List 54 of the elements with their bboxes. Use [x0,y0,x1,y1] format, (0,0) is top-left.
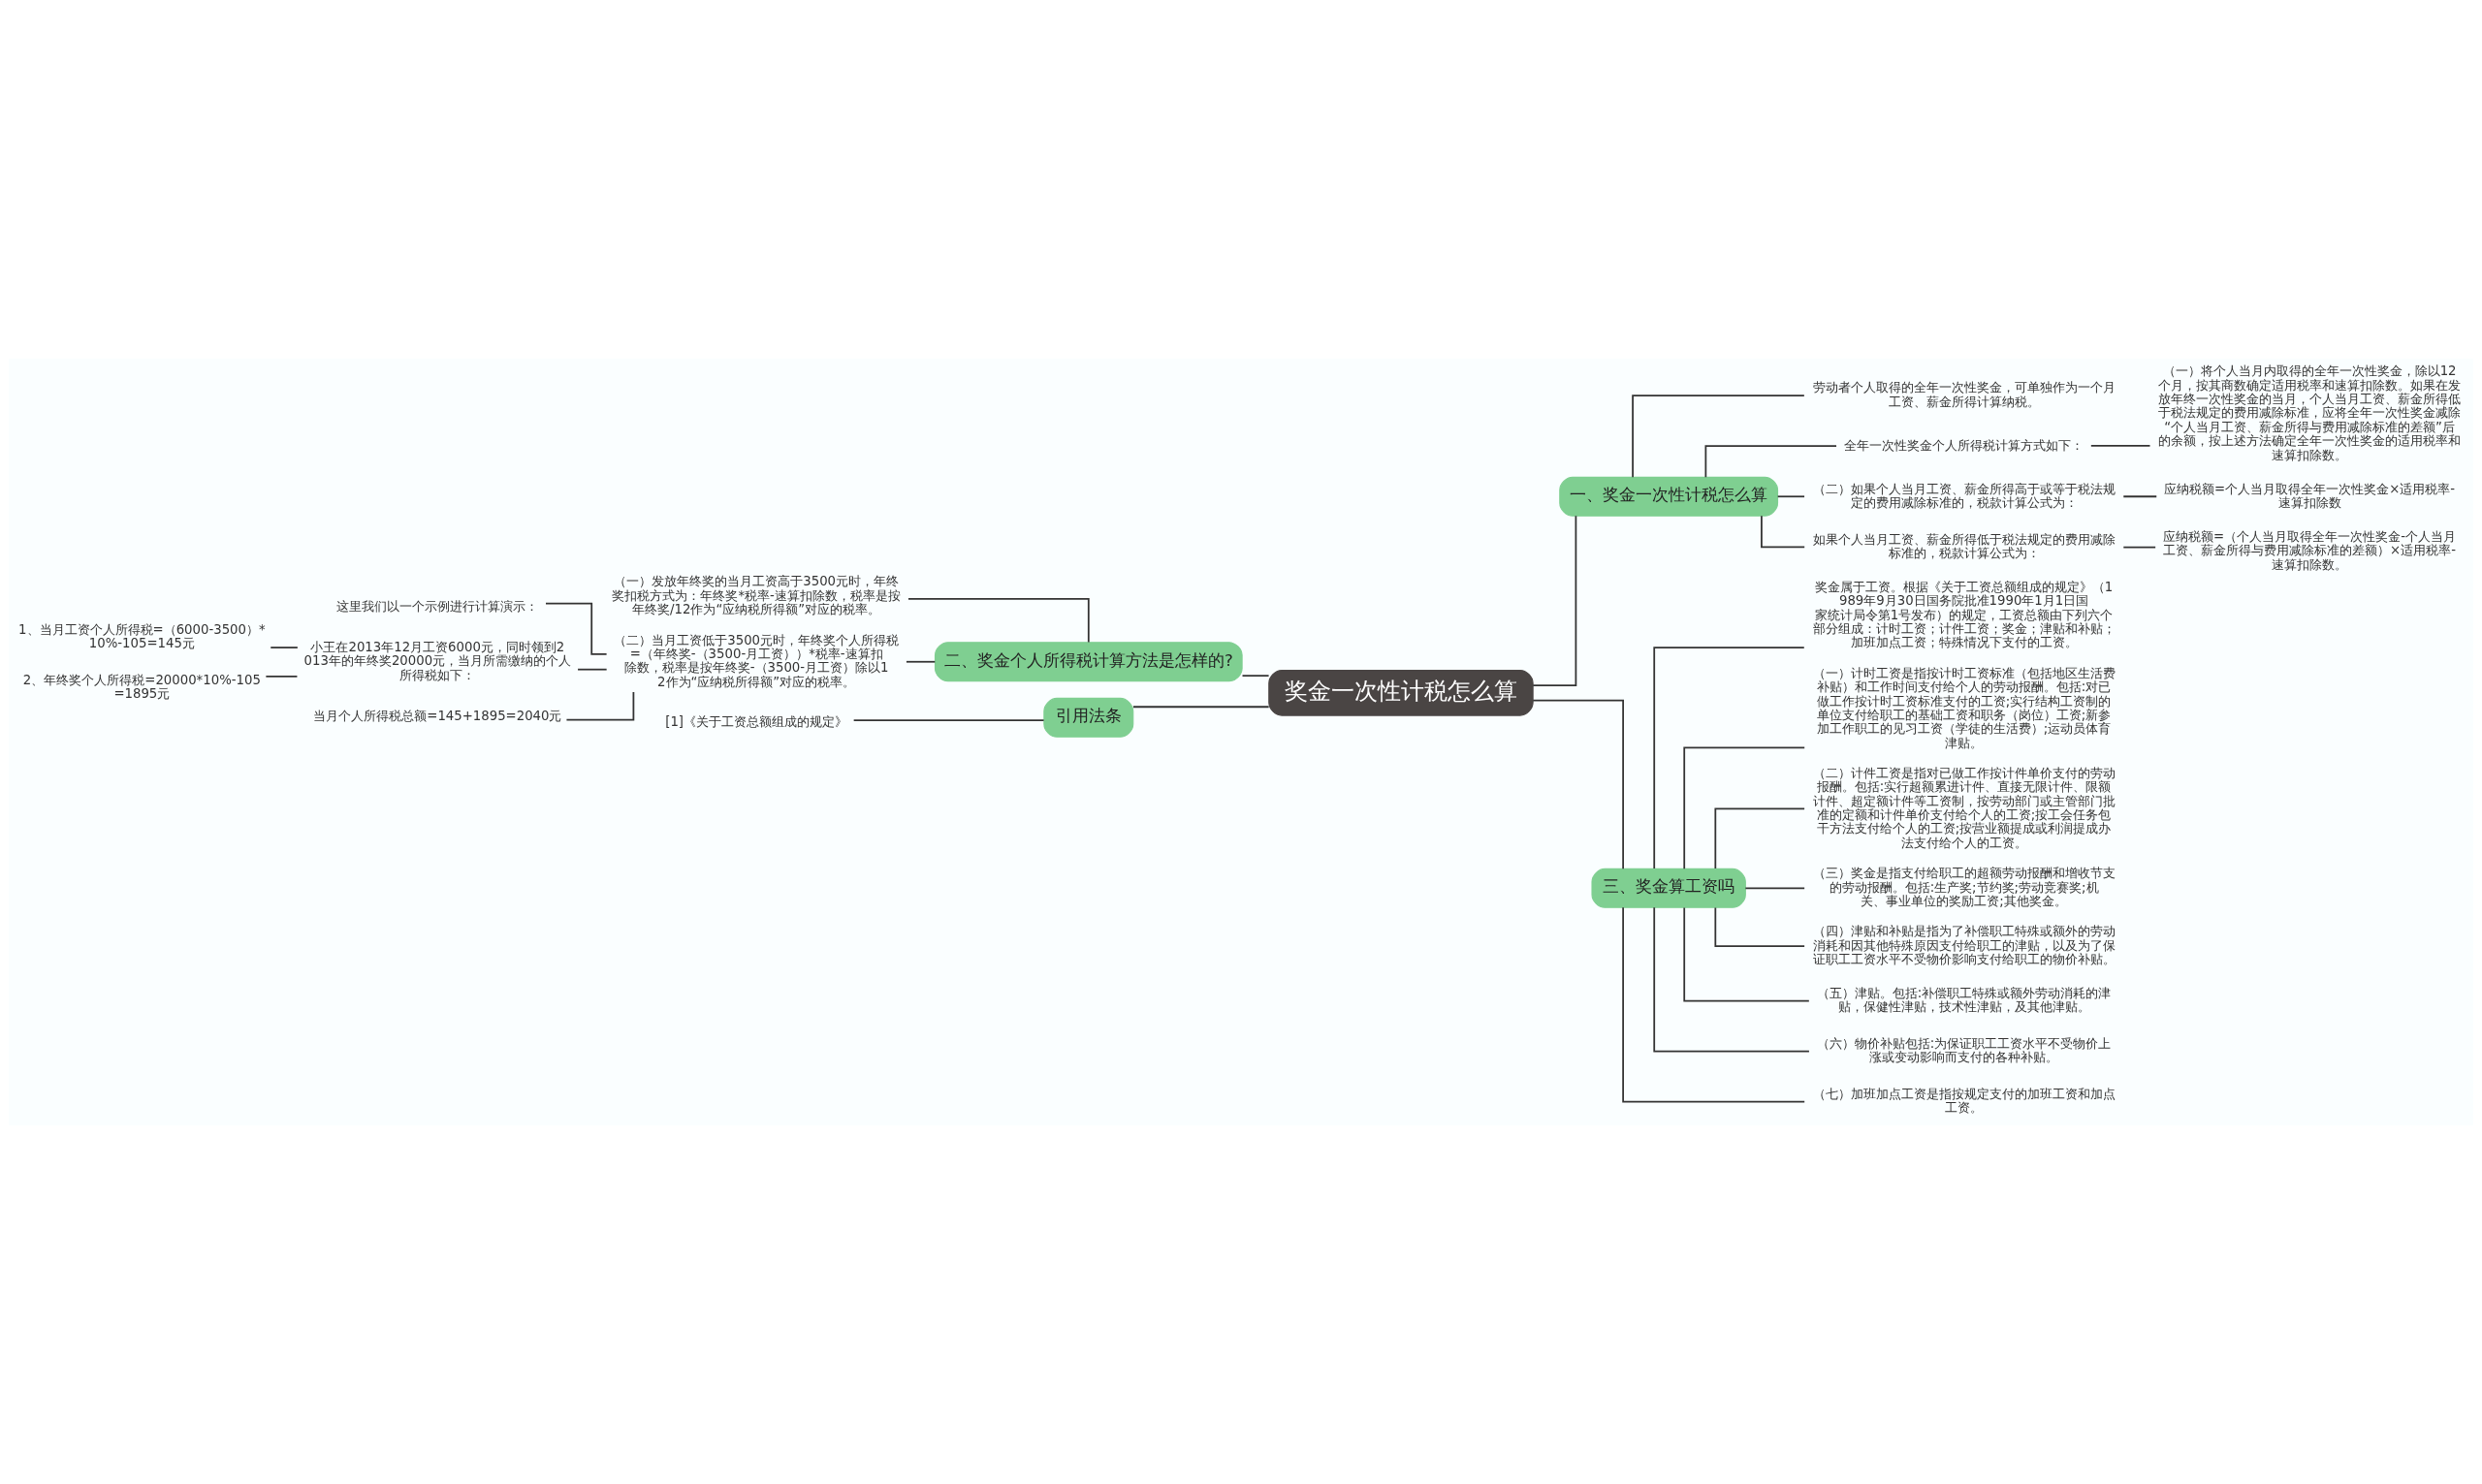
node-text: 应纳税额=（个人当月取得全年一次性奖金-个人当月工资、薪金所得与费用减除标准的差额）×适用税率-速算扣除数。 [2163,528,2457,572]
connector [1132,706,1270,709]
node-text: 当月个人所得税总额=145+1895=2040元 [313,708,562,723]
connector [565,691,635,721]
connector [2122,495,2158,498]
node-text: （五）津贴。包括:补偿职工特殊或额外劳动消耗的津贴，保健性津贴，技术性津贴，及其他津贴。 [1816,985,2112,1015]
node-box: 奖金一次性计税怎么算 [1268,670,1534,716]
connector [1776,495,1805,498]
connector [1714,906,1805,947]
connector [1241,675,1270,678]
node-text: 2、年终奖个人所得税=20000*10%-105=1895元 [22,672,261,701]
node-text: 应纳税额=个人当月取得全年一次性奖金×适用税率-速算扣除数 [2164,481,2456,510]
connector [545,602,608,655]
node-text: （二）如果个人当月工资、薪金所得高于或等于税法规定的费用减除标准的，税款计算公式为： [1812,481,2116,510]
connector [2122,546,2157,549]
connector [1683,906,1810,1002]
node-text: 1、当月工资个人所得税=（6000-3500）*10%-105=145元 [18,621,266,650]
node-text: （二）计件工资是指对已做工作按计件单价支付的劳动报酬。包括:实行超额累进计件、直接无限计件、限额计件、超定额计件等工资制，按劳动部门或主管部门批准的定额和计件单价支付给个人的工资;按工会任务包干方法支付给个人的工资;按营业额提成或利润提成办法支付给个人的工资。 [1812,765,2116,850]
connector [1744,887,1806,890]
connector [906,660,937,663]
node-text: 劳动者个人取得的全年一次性奖金，可单独作为一个月工资、薪金所得计算纳税。 [1812,380,2116,409]
node-text: （一）发放年终奖的当月工资高于3500元时，年终奖扣税方式为：年终奖*税率-速算扣除数，税率是按年终奖/12作为“应纳税所得额”对应的税率。 [612,574,901,617]
node-text: （一）计时工资是指按计时工资标准（包括地区生活费补贴）和工作时间支付给个人的劳动报酬。包括:对已做工作按计时工资标准支付的工资;实行结构工资制的单位支付给职工的基础工资和职务（岗位）工资;新参加工作职工的见习工资（学徒的生活费）;运动员体育津贴。 [1812,665,2116,750]
connector [1532,515,1577,686]
node-text: 全年一次性奖金个人所得税计算方式如下： [1844,437,2084,453]
node-text: （二）当月工资低于3500元时，年终奖个人所得税=（年终奖-（3500-月工资））*税率-速算扣除数，税率是按年终奖-（3500-月工资）除以12作为“应纳税所得额”对应的税率。 [614,632,900,689]
node-text: [1]《关于工资总额组成的规定》 [665,714,848,730]
node-box: 一、奖金一次性计税怎么算 [1559,476,1779,517]
connector [1761,515,1806,549]
connector [1653,647,1805,869]
connector [1714,807,1805,869]
node-text: 小王在2013年12月工资6000元，同时领到2013年的年终奖20000元，当月所需缴纳的个人所得税如下： [303,639,572,682]
node-box: 引用法条 [1043,697,1134,738]
connector [265,676,299,678]
connector [270,647,299,648]
connector [1653,906,1810,1053]
node-text: 奖金属于工资。根据《关于工资总额组成的规定》（1989年9月30日国务院批准1990年1月1日国家统计局令第1号发布）的规定，工资总额由下列六个部分组成：计时工资；计件工资；奖金；津贴和补贴；加班加点工资；特殊情况下支付的工资。 [1812,579,2116,650]
connector [1632,395,1805,479]
node-box: 二、奖金个人所得税计算方法是怎样的? [934,642,1243,682]
node-text: （七）加班加点工资是指按规定支付的加班工资和加点工资。 [1812,1086,2116,1116]
node-box: 三、奖金算工资吗 [1591,868,1746,908]
connector [1622,906,1806,1103]
node-text: 如果个人当月工资、薪金所得低于税法规定的费用减除标准的，税款计算公式为： [1812,531,2116,560]
connector [852,719,1045,721]
node-text: 这里我们以一个示例进行计算演示： [336,598,539,614]
node-text: （一）将个人当月内取得的全年一次性奖金，除以12个月，按其商数确定适用税率和速算扣除数。如果在发放年终一次性奖金的当月，个人当月工资、薪金所得低于税法规定的费用减除标准，应将全年一次性奖金减除“个人当月工资、薪金所得与费用减除标准的差额”后的余额，按上述方法确定全年一次性奖金的适用税率和速算扣除数。 [2158,363,2462,462]
connector [2089,445,2151,447]
node-text: （六）物价补贴包括:为保证职工工资水平不受物价上涨或变动影响而支付的各种补贴。 [1816,1035,2112,1065]
connector [1532,699,1624,870]
connector [1683,746,1806,870]
connector [577,668,608,671]
node-text: （四）津贴和补贴是指为了补偿职工特殊或额外的劳动消耗和因其他特殊原因支付给职工的津贴，以及为了保证职工工资水平不受物价影响支付给职工的物价补贴。 [1812,924,2116,966]
connector [907,598,1090,644]
node-text: （三）奖金是指支付给职工的超额劳动报酬和增收节支的劳动报酬。包括:生产奖;节约奖;劳动竞赛奖;机关、事业单位的奖励工资;其他奖金。 [1812,866,2116,909]
